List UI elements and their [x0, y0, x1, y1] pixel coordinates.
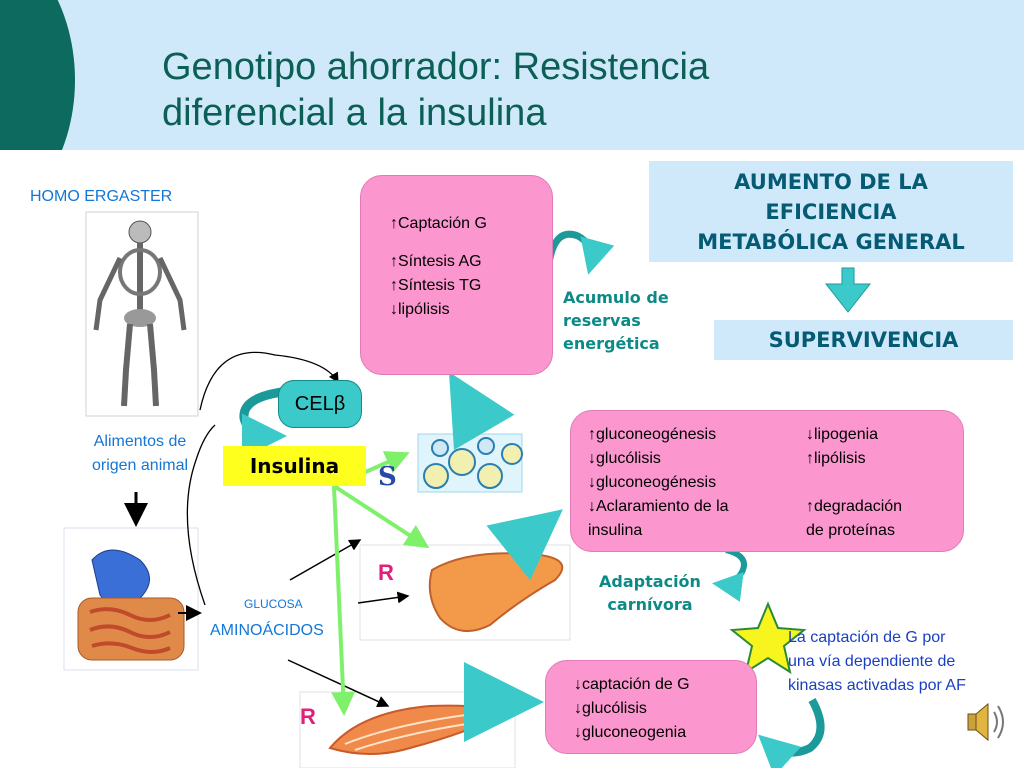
food-label-line-1: Alimentos de	[93, 433, 187, 450]
muscle-item: ↓glucólisis	[574, 700, 647, 717]
s-label: S	[378, 462, 397, 492]
adipocytes-image	[417, 433, 523, 493]
adipose-cycle-arrow	[544, 230, 615, 275]
glucose-to-liver-arrow	[289, 539, 362, 581]
aumento-box: AUMENTO DE LA EFICIENCIA METABÓLICA GENE…	[649, 161, 1013, 262]
kinase-note-line: kinasas activadas por AF	[788, 677, 966, 694]
liver-effects-right: ↓lipogenia ↑lipólisis ↑degradación de pr…	[806, 423, 902, 543]
speaker-icon[interactable]	[967, 702, 1004, 742]
aminoacidos-label: AMINOÁCIDOS	[210, 622, 324, 639]
liver-effects-left: ↑gluconeogénesis ↓glucólisis ↓gluconeogé…	[588, 423, 729, 543]
liver-item: ↓Aclaramiento de la	[588, 498, 729, 515]
kinase-note-line: una vía dependiente de	[788, 653, 956, 670]
supervivencia-box: SUPERVIVENCIA	[714, 320, 1013, 360]
acumulo-label: Acumulo de reservas energética	[563, 286, 669, 355]
aminoacids-to-muscle-arrow	[287, 659, 390, 708]
adipose-item: ↓lipólisis	[390, 301, 450, 318]
glucose-to-food-connector	[186, 424, 216, 606]
adipose-up-arrow	[448, 371, 515, 451]
glucose-to-tissue-arrow	[357, 591, 410, 604]
aumento-line: EFICIENCIA	[765, 200, 897, 224]
liver-item: ↓glucólisis	[588, 450, 661, 467]
adipose-item	[390, 236, 487, 250]
liver-item	[806, 471, 902, 495]
food-label-line-2: origen animal	[91, 457, 189, 474]
acumulo-line: Acumulo de	[563, 288, 669, 307]
skeleton-image	[85, 211, 199, 417]
liver-item: de proteínas	[806, 522, 895, 539]
slide-title: Genotipo ahorrador: Resistencia diferenc…	[162, 44, 962, 136]
header-band	[0, 0, 1024, 150]
insulina-box: Insulina	[223, 446, 366, 486]
food-to-celb-connector	[199, 351, 339, 411]
muscle-item: ↓gluconeogenia	[574, 724, 687, 741]
adaptacion-label: Adaptación carnívora	[580, 570, 720, 616]
acumulo-line: energética	[563, 334, 660, 353]
aumento-line: METABÓLICA GENERAL	[697, 230, 965, 254]
r-liver-label: R	[378, 560, 394, 585]
digestive-system-image	[63, 527, 199, 671]
star-icon	[729, 601, 807, 675]
muscle-effects-list: ↓captación de G ↓glucólisis ↓gluconeogen…	[574, 673, 690, 745]
kinase-note: La captación de G por una vía dependient…	[788, 626, 966, 698]
kinase-note-line: La captación de G por	[788, 629, 946, 646]
adaptacion-line: carnívora	[607, 595, 693, 614]
acumulo-line: reservas	[563, 311, 641, 330]
title-line-2: diferencial a la insulina	[162, 92, 547, 134]
muscle-item: ↓captación de G	[574, 676, 690, 693]
corner-decoration	[0, 0, 75, 150]
liver-item: ↓lipogenia	[806, 426, 879, 443]
down-block-arrow	[824, 267, 872, 313]
liver-item: ↑gluconeogénesis	[588, 426, 717, 443]
food-label: Alimentos de origen animal	[70, 430, 210, 478]
title-line-1: Genotipo ahorrador: Resistencia	[162, 46, 710, 88]
adipose-effects-list: ↑Captación G ↑Síntesis AG ↑Síntesis TG ↓…	[390, 212, 487, 322]
liver-cycle-arrow	[712, 547, 747, 602]
liver-item: ↑degradación	[806, 498, 903, 515]
adaptacion-line: Adaptación	[599, 572, 701, 591]
celb-box: CELβ	[278, 380, 362, 428]
adipose-item: ↑Síntesis AG	[390, 253, 482, 270]
adipose-item: ↑Captación G	[390, 215, 487, 232]
liver-item: ↑lipólisis	[806, 450, 866, 467]
adipose-effects-box: ↑Captación G ↑Síntesis AG ↑Síntesis TG ↓…	[360, 175, 553, 375]
adipose-item: ↑Síntesis TG	[390, 277, 482, 294]
celb-cycle-arrow	[239, 387, 287, 459]
r-muscle-label: R	[300, 704, 316, 729]
kinase-cycle-arrow	[758, 698, 825, 768]
liver-item: insulina	[588, 522, 643, 539]
homo-ergaster-label: HOMO ERGASTER	[30, 188, 173, 205]
muscle-effects-box: ↓captación de G ↓glucólisis ↓gluconeogen…	[545, 660, 757, 754]
aumento-line: AUMENTO DE LA	[734, 170, 928, 194]
liver-up-arrow	[486, 509, 563, 581]
liver-effects-box: ↑gluconeogénesis ↓glucólisis ↓gluconeogé…	[570, 410, 964, 552]
glucosa-label: GLUCOSA	[244, 597, 303, 611]
liver-item: ↓gluconeogénesis	[588, 474, 717, 491]
